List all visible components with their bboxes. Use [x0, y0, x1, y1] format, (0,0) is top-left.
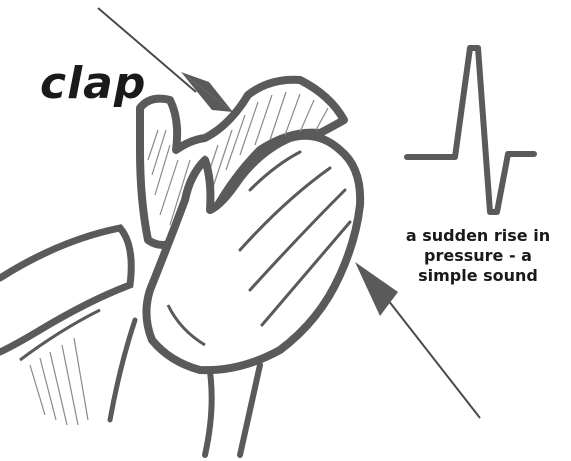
- title-label: clap: [40, 62, 146, 106]
- waveform-caption: a sudden rise in pressure - a simple sou…: [392, 226, 564, 286]
- pressure-waveform: [407, 48, 534, 212]
- left-forearm: [0, 228, 131, 425]
